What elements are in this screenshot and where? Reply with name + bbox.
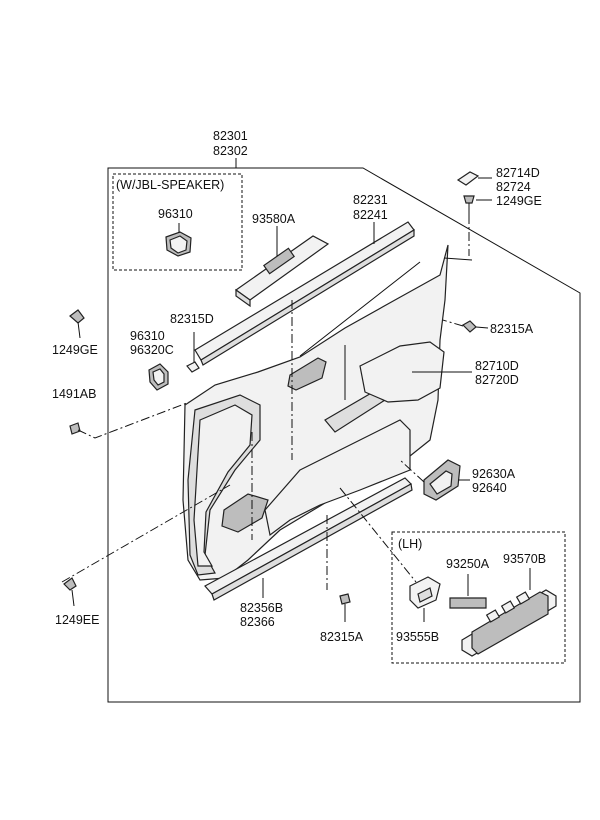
label-switch-right-1: 92630A [472, 467, 516, 481]
door-trim-panel [182, 244, 449, 581]
label-switch-right-2: 92640 [472, 481, 507, 495]
switch-right-part [399, 459, 470, 501]
label-tweeter-1: 96310 [130, 329, 165, 343]
label-screw-left-top: 1249GE [52, 343, 98, 357]
label-fastener-right: 82315A [490, 322, 534, 336]
screw-left-top [69, 309, 85, 339]
label-weatherstrip-2: 82241 [353, 208, 388, 222]
label-switch-bezel: 93580A [252, 212, 296, 226]
lh-switch-small-part [449, 574, 487, 609]
clip-top-part [456, 171, 492, 186]
jbl-speaker-part [165, 223, 192, 257]
fastener-bottom-part [326, 515, 351, 622]
label-clip-left: 1491AB [52, 387, 96, 401]
switch-bezel-part [234, 226, 330, 308]
label-tweeter-2: 96320C [130, 343, 174, 357]
label-lh-switch-main: 93570B [503, 552, 546, 566]
garnish-part [204, 477, 413, 601]
label-armrest-1: 82710D [475, 359, 519, 373]
label-clip-top-1: 82714D [496, 166, 540, 180]
lh-bracket-part [339, 487, 441, 622]
weatherstrip-part [194, 221, 415, 366]
label-garnish-1: 82356B [240, 601, 283, 615]
label-speaker-part: 96310 [158, 207, 193, 221]
clip-left-part [69, 397, 201, 439]
assembly-frame [107, 167, 581, 703]
label-clip-82315d: 82315D [170, 312, 214, 326]
clip-82315d-part [186, 332, 200, 373]
armrest-part [359, 341, 472, 403]
label-main-assembly-1: 82301 [213, 129, 248, 143]
label-screw-top-right: 1249GE [496, 194, 542, 208]
tweeter-part [148, 363, 169, 391]
jbl-speaker-box [112, 173, 243, 271]
lh-switch-box [391, 531, 566, 664]
label-weatherstrip-1: 82231 [353, 193, 388, 207]
label-jbl-speaker-note: (W/JBL-SPEAKER) [116, 178, 224, 192]
lh-switch-main-part [461, 568, 557, 657]
fastener-right-part [435, 317, 489, 333]
label-lh-bracket: 93555B [396, 630, 439, 644]
label-main-assembly-2: 82302 [213, 144, 248, 158]
screw-top-right [463, 195, 492, 256]
label-garnish-2: 82366 [240, 615, 275, 629]
label-lh-switch-small: 93250A [446, 557, 490, 571]
label-screw-bottom-left: 1249EE [55, 613, 99, 627]
screw-bottom-left [61, 484, 231, 607]
label-fastener-bottom: 82315A [320, 630, 364, 644]
label-armrest-2: 82720D [475, 373, 519, 387]
label-lh-note: (LH) [398, 537, 422, 551]
label-clip-top-2: 82724 [496, 180, 531, 194]
